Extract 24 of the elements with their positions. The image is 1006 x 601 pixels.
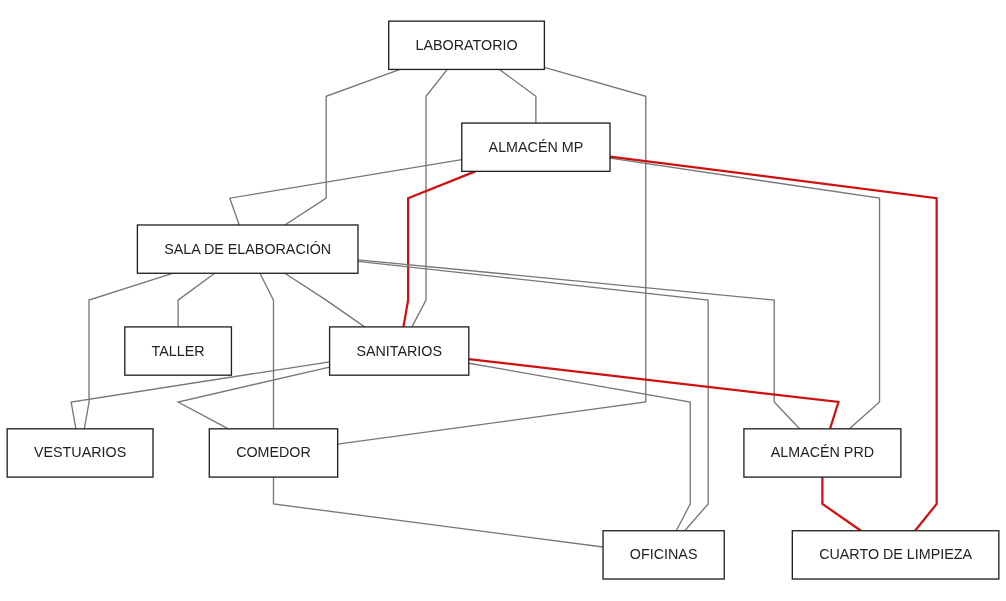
node-box: LABORATORIO [388, 20, 546, 71]
connector [284, 69, 401, 227]
node-box: COMEDOR [208, 428, 339, 479]
connector [259, 273, 275, 430]
connector [411, 69, 449, 328]
connector [284, 273, 366, 328]
node-box: VESTUARIOS [6, 428, 154, 479]
connector [357, 261, 709, 532]
connector [498, 69, 537, 125]
connector [272, 476, 604, 549]
connector [468, 358, 840, 430]
node-box: TALLER [124, 326, 233, 377]
connector [177, 273, 216, 328]
node-box: SANITARIOS [328, 326, 470, 377]
node-box: OFICINAS [602, 530, 725, 581]
node-box: ALMACÉN MP [461, 122, 611, 173]
node-box: CUARTO DE LIMPIEZA [791, 530, 1000, 581]
connector [821, 477, 862, 533]
connector [468, 362, 691, 532]
connector [357, 259, 801, 430]
connector [402, 170, 476, 328]
node-box: ALMACÉN PRD [743, 428, 902, 479]
connector [337, 67, 647, 446]
node-box: SALA DE ELABORACIÓN [136, 224, 359, 275]
